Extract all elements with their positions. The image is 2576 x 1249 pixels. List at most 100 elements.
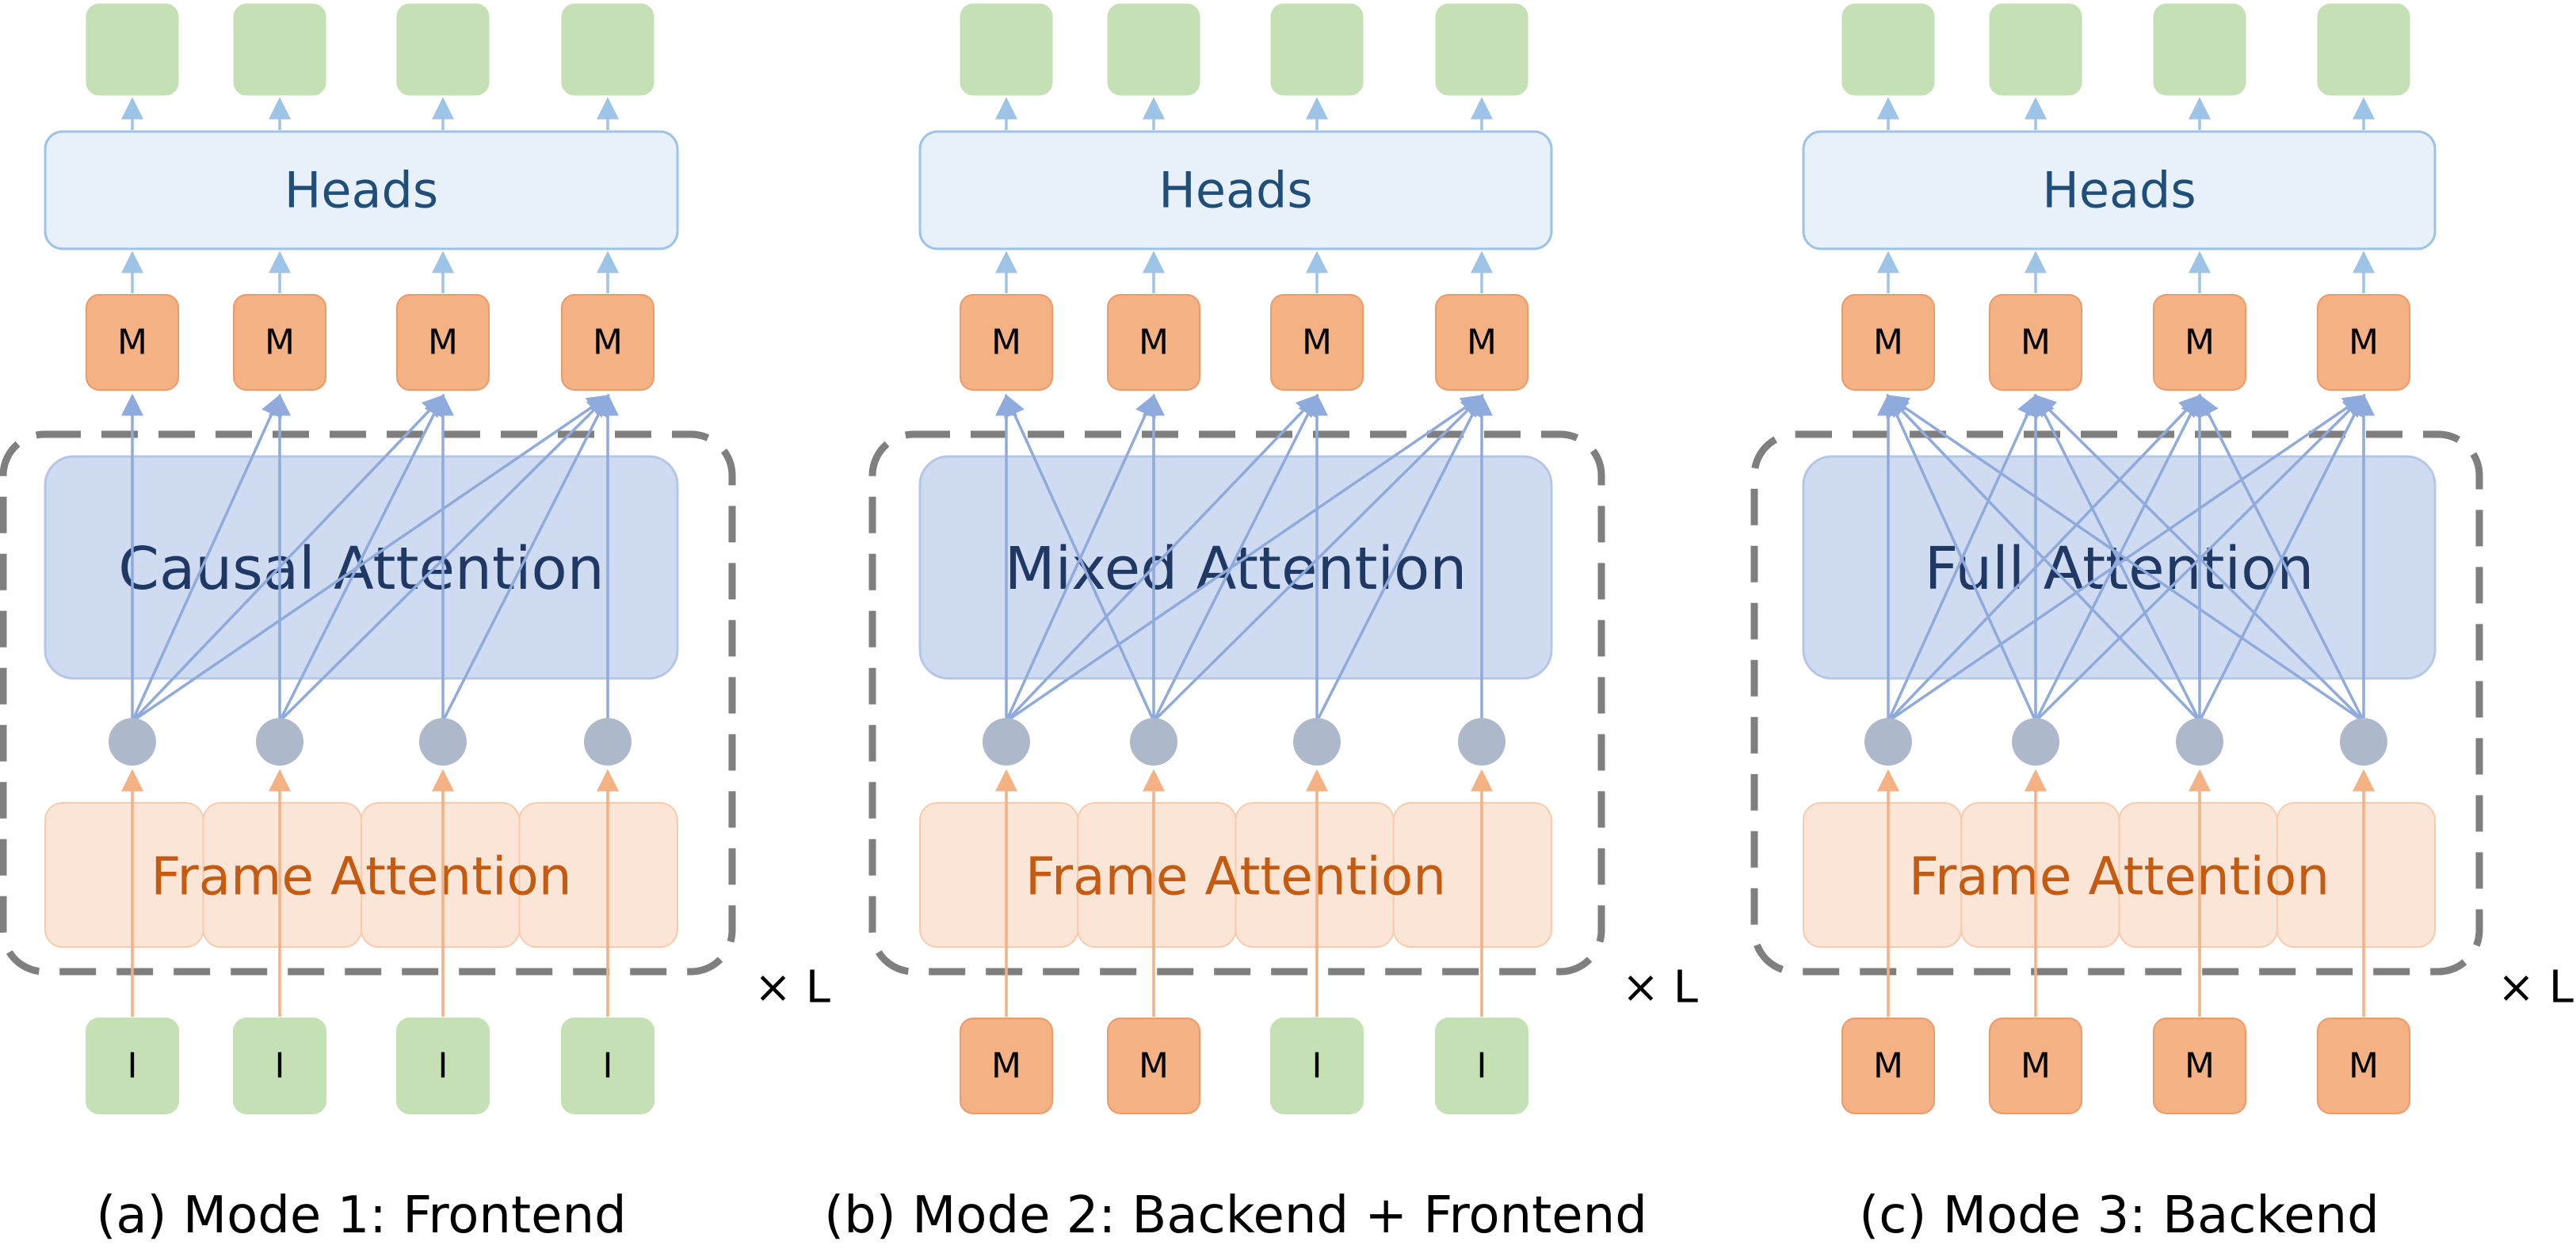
input-token <box>1107 1018 1200 1114</box>
attention-box <box>44 455 679 680</box>
token-node <box>1130 718 1177 766</box>
output-token <box>1270 3 1364 96</box>
attention-edge <box>1886 395 2364 723</box>
input-token-label: I <box>438 1046 448 1087</box>
token-node <box>1293 718 1341 766</box>
mid-token <box>1989 294 2082 391</box>
mid-token-label: M <box>1139 323 1169 363</box>
input-token <box>233 1018 326 1114</box>
mid-token-label: M <box>117 323 147 363</box>
output-token <box>2153 3 2246 96</box>
layer-repeat-box <box>1750 430 2483 976</box>
attention-edge <box>1006 395 1484 723</box>
output-token <box>86 3 179 96</box>
input-token-label: I <box>1477 1046 1487 1087</box>
token-node <box>1458 718 1506 766</box>
attention-edge <box>132 395 610 723</box>
frame-attention-segment <box>2276 802 2436 948</box>
output-token <box>2317 3 2410 96</box>
input-token <box>561 1018 654 1114</box>
input-token <box>960 1018 1053 1114</box>
output-token <box>1841 3 1935 96</box>
attention-edge <box>1315 393 1483 722</box>
attention-edge <box>2034 393 2201 722</box>
token-node <box>1864 718 1912 766</box>
attention-edge <box>131 393 282 722</box>
panel-caption: (c) Mode 3: Backend <box>1859 1186 2379 1245</box>
mid-token-label: M <box>1873 323 1903 363</box>
heads-box <box>1802 130 2437 250</box>
input-token-label: M <box>1873 1046 1903 1087</box>
mid-token-label: M <box>428 323 458 363</box>
token-node <box>2012 718 2059 766</box>
input-token-label: M <box>1139 1046 1169 1087</box>
input-token-label: M <box>2349 1046 2379 1087</box>
mid-token-label: M <box>991 323 1021 363</box>
input-token-label: M <box>991 1046 1021 1087</box>
attention-label: Full Attention <box>1925 535 2315 603</box>
output-token <box>561 3 654 96</box>
mid-token <box>1435 294 1528 391</box>
output-token <box>396 3 490 96</box>
mid-token <box>561 294 654 391</box>
attention-edge <box>2033 394 2365 723</box>
mid-token-label: M <box>2349 323 2379 363</box>
attention-edge <box>278 393 445 722</box>
input-token-label: I <box>275 1046 285 1087</box>
input-token <box>1989 1018 2082 1114</box>
mid-token <box>396 294 490 391</box>
attention-box <box>918 455 1553 680</box>
token-node <box>584 718 632 766</box>
attention-label: Mixed Attention <box>1005 535 1467 603</box>
mid-token <box>960 294 1053 391</box>
input-token-label: M <box>2185 1046 2215 1087</box>
repeat-label: × L <box>754 962 830 1014</box>
heads-label: Heads <box>1158 162 1312 220</box>
token-node <box>109 718 156 766</box>
input-token-label: I <box>1312 1046 1322 1087</box>
mid-token <box>86 294 179 391</box>
attention-edge <box>1005 394 1319 723</box>
attention-label: Causal Attention <box>118 535 604 603</box>
input-token <box>2153 1018 2246 1114</box>
attention-edge <box>131 394 445 723</box>
heads-label: Heads <box>2042 162 2196 220</box>
frame-attention-segment <box>1392 802 1552 948</box>
panel-caption: (b) Mode 2: Backend + Frontend <box>824 1186 1647 1245</box>
panel-caption: (a) Mode 1: Frontend <box>96 1186 626 1245</box>
attention-edge <box>1152 393 1319 722</box>
token-node <box>419 718 467 766</box>
frame-attention-segment <box>518 802 678 948</box>
repeat-label: × L <box>2498 962 2574 1014</box>
input-token <box>2317 1018 2410 1114</box>
layer-repeat-box <box>0 430 736 976</box>
attention-edge <box>441 393 609 722</box>
mid-token <box>1841 294 1935 391</box>
input-token <box>1841 1018 1935 1114</box>
mid-token <box>233 294 326 391</box>
mid-token-label: M <box>1467 323 1497 363</box>
mid-token-label: M <box>2021 323 2051 363</box>
input-token <box>86 1018 179 1114</box>
output-token <box>1435 3 1528 96</box>
repeat-label: × L <box>1622 962 1698 1014</box>
token-node <box>2340 718 2387 766</box>
input-token-label: M <box>2021 1046 2051 1087</box>
frame-attention-label: Frame Attention <box>1025 846 1446 907</box>
mid-token-label: M <box>2185 323 2215 363</box>
input-token <box>1435 1018 1528 1114</box>
attention-edge <box>1886 394 2201 723</box>
layer-repeat-box <box>868 430 1605 976</box>
output-token <box>960 3 1053 96</box>
mid-token <box>1107 294 1200 391</box>
input-token <box>1270 1018 1364 1114</box>
mid-token <box>2317 294 2410 391</box>
heads-box <box>44 130 679 250</box>
mid-token-label: M <box>1302 323 1332 363</box>
token-node <box>983 718 1030 766</box>
input-token-label: I <box>603 1046 613 1087</box>
output-token <box>233 3 326 96</box>
heads-label: Heads <box>284 162 438 220</box>
